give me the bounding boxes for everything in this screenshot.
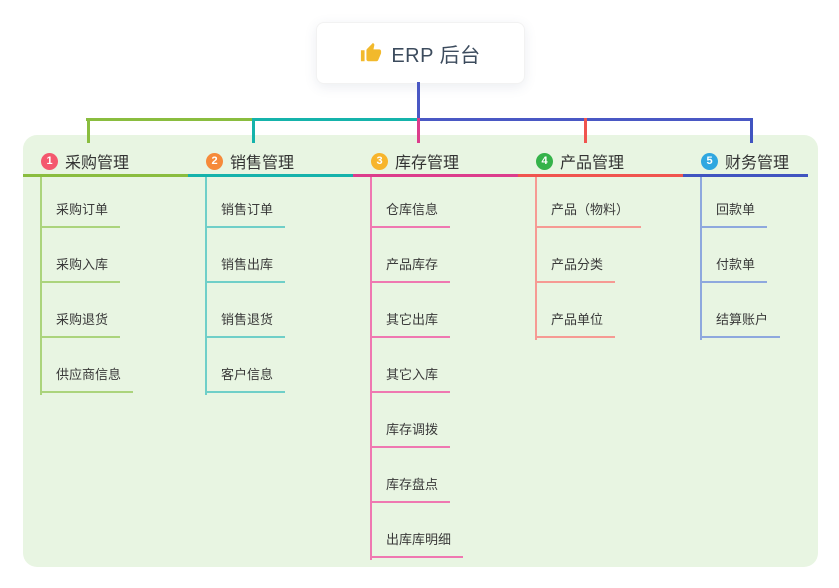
- branch-node[interactable]: 4 产品管理: [536, 148, 624, 174]
- child-node-label: 付款单: [716, 257, 756, 272]
- branch-underline: [353, 174, 521, 177]
- child-node-label: 采购订单: [56, 202, 109, 217]
- child-node-label: 销售订单: [221, 202, 274, 217]
- child-node-label: 结算账户: [716, 312, 769, 327]
- branch-drop-line: [87, 118, 90, 143]
- child-node-label: 库存调拨: [386, 422, 439, 437]
- branch-drop-line: [417, 118, 420, 143]
- connector-segment-teal: [252, 118, 417, 121]
- child-node[interactable]: 采购订单: [40, 200, 121, 228]
- branch-drop-line: [750, 118, 753, 143]
- child-node-label: 库存盘点: [386, 477, 439, 492]
- root-node[interactable]: ERP 后台: [316, 22, 525, 84]
- branch-label: 库存管理: [395, 155, 460, 172]
- branch-label: 销售管理: [230, 155, 295, 172]
- branch-number-badge: 3: [371, 152, 388, 170]
- branch-trunk-line: [40, 177, 42, 395]
- branch-underline: [188, 174, 356, 177]
- child-node-label: 产品库存: [386, 257, 439, 272]
- child-node-label: 采购入库: [56, 257, 109, 272]
- child-node-label: 销售出库: [221, 257, 274, 272]
- branch-label: 采购管理: [65, 155, 130, 172]
- child-node-label: 产品分类: [551, 257, 604, 272]
- branch-number-badge: 4: [536, 152, 553, 170]
- child-node[interactable]: 其它入库: [370, 365, 451, 393]
- child-node-label: 产品单位: [551, 312, 604, 327]
- branch-number-badge: 5: [701, 152, 718, 170]
- branch-trunk-line: [205, 177, 207, 395]
- child-node[interactable]: 出库库明细: [370, 530, 464, 558]
- root-connector-line: [417, 82, 420, 121]
- child-node[interactable]: 客户信息: [205, 365, 286, 393]
- branch-underline: [518, 174, 686, 177]
- branch-underline: [683, 174, 808, 177]
- child-node[interactable]: 结算账户: [700, 310, 781, 338]
- child-node[interactable]: 产品库存: [370, 255, 451, 283]
- child-node-label: 产品（物料）: [551, 202, 630, 217]
- branch-drop-line: [584, 118, 587, 143]
- child-node-label: 回款单: [716, 202, 756, 217]
- child-node-label: 供应商信息: [56, 367, 122, 382]
- child-node-label: 仓库信息: [386, 202, 439, 217]
- branch-trunk-line: [535, 177, 537, 340]
- child-node[interactable]: 库存盘点: [370, 475, 451, 503]
- thumbs-up-icon: [361, 42, 382, 62]
- child-node[interactable]: 销售退货: [205, 310, 286, 338]
- branch-underline: [23, 174, 191, 177]
- branch-node[interactable]: 1 采购管理: [41, 148, 129, 174]
- root-title: ERP 后台: [391, 44, 481, 67]
- branches-background-panel: [23, 135, 818, 567]
- child-node-label: 销售退货: [221, 312, 274, 327]
- child-node[interactable]: 采购入库: [40, 255, 121, 283]
- child-node-label: 其它出库: [386, 312, 439, 327]
- child-node[interactable]: 供应商信息: [40, 365, 134, 393]
- child-node[interactable]: 其它出库: [370, 310, 451, 338]
- child-node[interactable]: 产品单位: [535, 310, 616, 338]
- child-node[interactable]: 回款单: [700, 200, 768, 228]
- branch-number-badge: 2: [206, 152, 223, 170]
- branch-node[interactable]: 5 财务管理: [701, 148, 789, 174]
- child-node-label: 其它入库: [386, 367, 439, 382]
- branch-node[interactable]: 2 销售管理: [206, 148, 294, 174]
- child-node-label: 客户信息: [221, 367, 274, 382]
- child-node-label: 出库库明细: [386, 532, 452, 547]
- branch-label: 财务管理: [725, 155, 790, 172]
- branch-trunk-line: [370, 177, 372, 560]
- child-node[interactable]: 采购退货: [40, 310, 121, 338]
- child-node[interactable]: 仓库信息: [370, 200, 451, 228]
- branch-number-badge: 1: [41, 152, 58, 170]
- branch-label: 产品管理: [560, 155, 625, 172]
- branch-trunk-line: [700, 177, 702, 340]
- branch-drop-line: [252, 118, 255, 143]
- child-node[interactable]: 产品（物料）: [535, 200, 642, 228]
- branch-node[interactable]: 3 库存管理: [371, 148, 459, 174]
- child-node-label: 采购退货: [56, 312, 109, 327]
- connector-segment-green: [86, 118, 252, 121]
- child-node[interactable]: 付款单: [700, 255, 768, 283]
- child-node[interactable]: 销售订单: [205, 200, 286, 228]
- child-node[interactable]: 销售出库: [205, 255, 286, 283]
- child-node[interactable]: 库存调拨: [370, 420, 451, 448]
- child-node[interactable]: 产品分类: [535, 255, 616, 283]
